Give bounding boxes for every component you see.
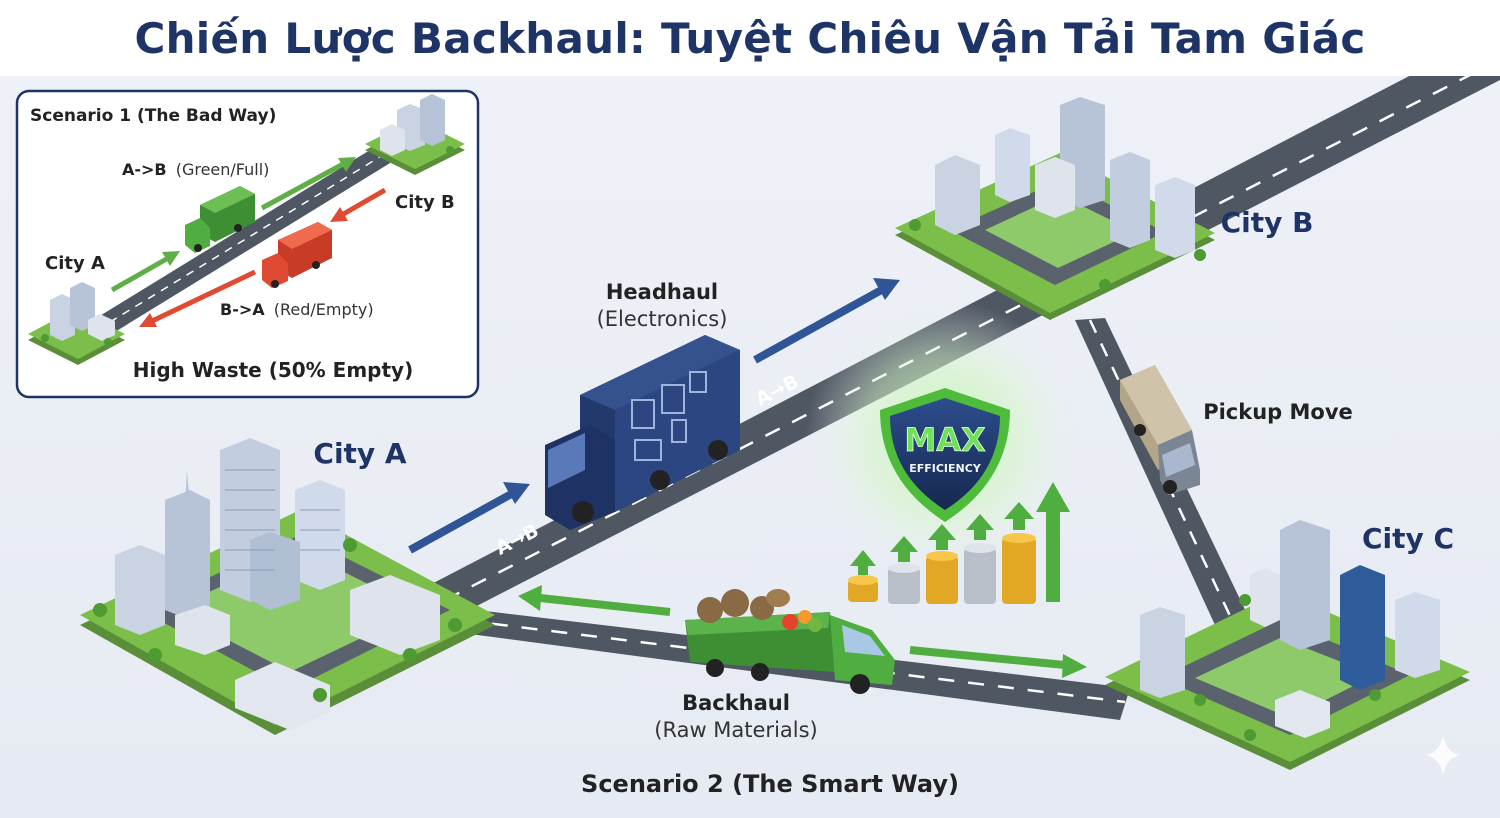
scenario1-heading: Scenario 1 (The Bad Way) <box>30 106 276 126</box>
ab-route-note: (Green/Full) <box>176 160 270 179</box>
page-title: Chiến Lược Backhaul: Tuyệt Chiêu Vận Tải… <box>134 13 1366 63</box>
full-truck <box>185 186 255 253</box>
headhaul-title: Headhaul <box>606 280 718 304</box>
ab-route-label: A->B (Green/Full) <box>122 160 269 179</box>
city-c-block <box>1105 520 1470 770</box>
backhaul-truck <box>685 589 895 694</box>
headhaul-truck <box>545 335 740 530</box>
ba-route-note: (Red/Empty) <box>274 300 374 319</box>
backhaul-arrow-right <box>909 646 1087 678</box>
growth-arrow-icon <box>1036 482 1070 602</box>
city-b-label: City B <box>1221 206 1314 239</box>
empty-arrow <box>139 187 387 327</box>
ab-route: A->B <box>122 160 167 179</box>
sparkle-icon <box>1426 735 1460 775</box>
waste-summary: High Waste (50% Empty) <box>133 358 413 382</box>
coin-stack-icon <box>964 514 996 604</box>
mini-city-b-label: City B <box>395 192 455 213</box>
mini-city-a-label: City A <box>45 253 105 274</box>
headhaul-cargo: (Electronics) <box>597 307 728 331</box>
badge-sub-text: EFFICIENCY <box>909 462 982 475</box>
pickup-move-label: Pickup Move <box>1203 400 1353 424</box>
headhaul-arrow-upper <box>753 278 900 364</box>
city-b-block <box>895 97 1215 320</box>
backhaul-arrow-left <box>518 585 671 616</box>
headhaul-arrow-lower <box>408 482 530 554</box>
coin-stacks <box>848 482 1070 604</box>
coin-stack-icon <box>848 550 878 602</box>
coin-stack-icon <box>926 524 958 604</box>
scenario1-panel: Scenario 1 (The Bad Way) <box>15 89 480 399</box>
backhaul-title: Backhaul <box>682 691 790 715</box>
city-a-block <box>80 438 495 735</box>
ba-route: B->A <box>220 300 265 319</box>
city-a-label: City A <box>313 437 407 470</box>
full-arrow <box>110 157 356 293</box>
scenario2-caption: Scenario 2 (The Smart Way) <box>581 770 959 798</box>
ba-route-label: B->A (Red/Empty) <box>220 300 374 319</box>
coin-stack-icon <box>1002 502 1036 604</box>
city-c-label: City C <box>1362 522 1454 555</box>
backhaul-cargo: (Raw Materials) <box>654 718 818 742</box>
diagram-canvas: MAX EFFICIENCY <box>0 76 1500 818</box>
coin-stack-icon <box>888 536 920 604</box>
badge-main-text: MAX <box>904 421 986 459</box>
pickup-truck <box>1120 365 1200 495</box>
empty-truck <box>262 222 332 288</box>
